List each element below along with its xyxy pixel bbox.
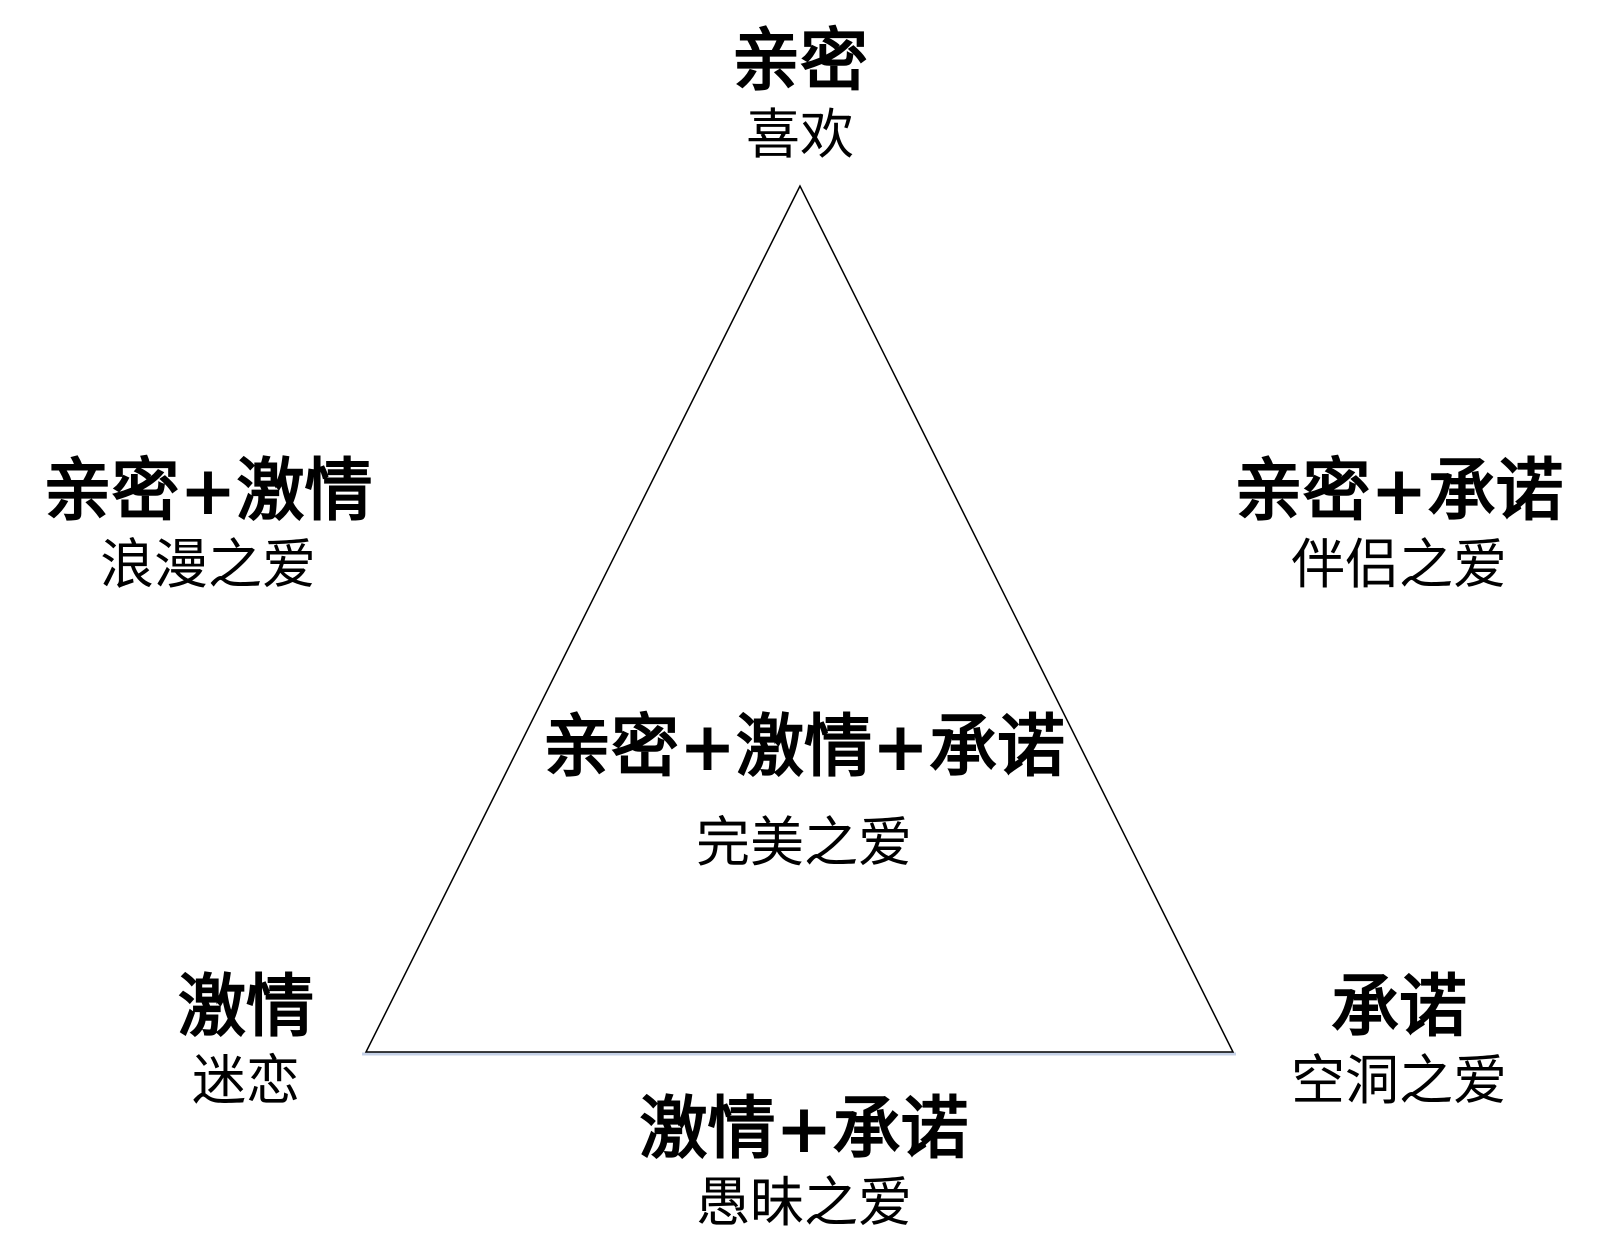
- component-intimacy-label: 亲密: [731, 22, 869, 101]
- love-type-empty-label: 空洞之爱: [1291, 1049, 1507, 1112]
- love-type-consummate-label: 完美之爱: [696, 811, 912, 874]
- component-intimacy-passion-label: 亲密+激情: [43, 452, 373, 531]
- side-label-bottom: 激情+承诺 愚昧之爱: [640, 1090, 969, 1236]
- component-commitment-label: 承诺: [1330, 968, 1467, 1047]
- love-type-companionate-label: 伴侣之爱: [1290, 533, 1507, 596]
- love-type-infatuation-label: 迷恋: [191, 1049, 300, 1112]
- love-type-romantic-label: 浪漫之爱: [99, 533, 316, 596]
- side-label-right: 亲密+承诺 伴侣之爱: [1235, 452, 1564, 598]
- love-type-liking-label: 喜欢: [745, 103, 854, 166]
- love-type-fatuous-label: 愚昧之爱: [695, 1171, 912, 1234]
- vertex-label-top: 亲密 喜欢: [732, 22, 868, 168]
- side-label-left: 亲密+激情 浪漫之爱: [44, 452, 373, 598]
- component-passion-commitment-label: 激情+承诺: [639, 1090, 969, 1169]
- component-all-three-label: 亲密+激情+承诺: [543, 708, 1065, 787]
- vertex-label-bottom-left: 激情 迷恋: [178, 968, 314, 1114]
- triangle-outline: [364, 184, 1235, 1053]
- component-passion-label: 激情: [177, 968, 315, 1047]
- center-label: 亲密+激情+承诺 完美之爱: [543, 708, 1065, 876]
- component-intimacy-commitment-label: 亲密+承诺: [1234, 452, 1564, 531]
- vertex-label-bottom-right: 承诺 空洞之爱: [1291, 968, 1507, 1114]
